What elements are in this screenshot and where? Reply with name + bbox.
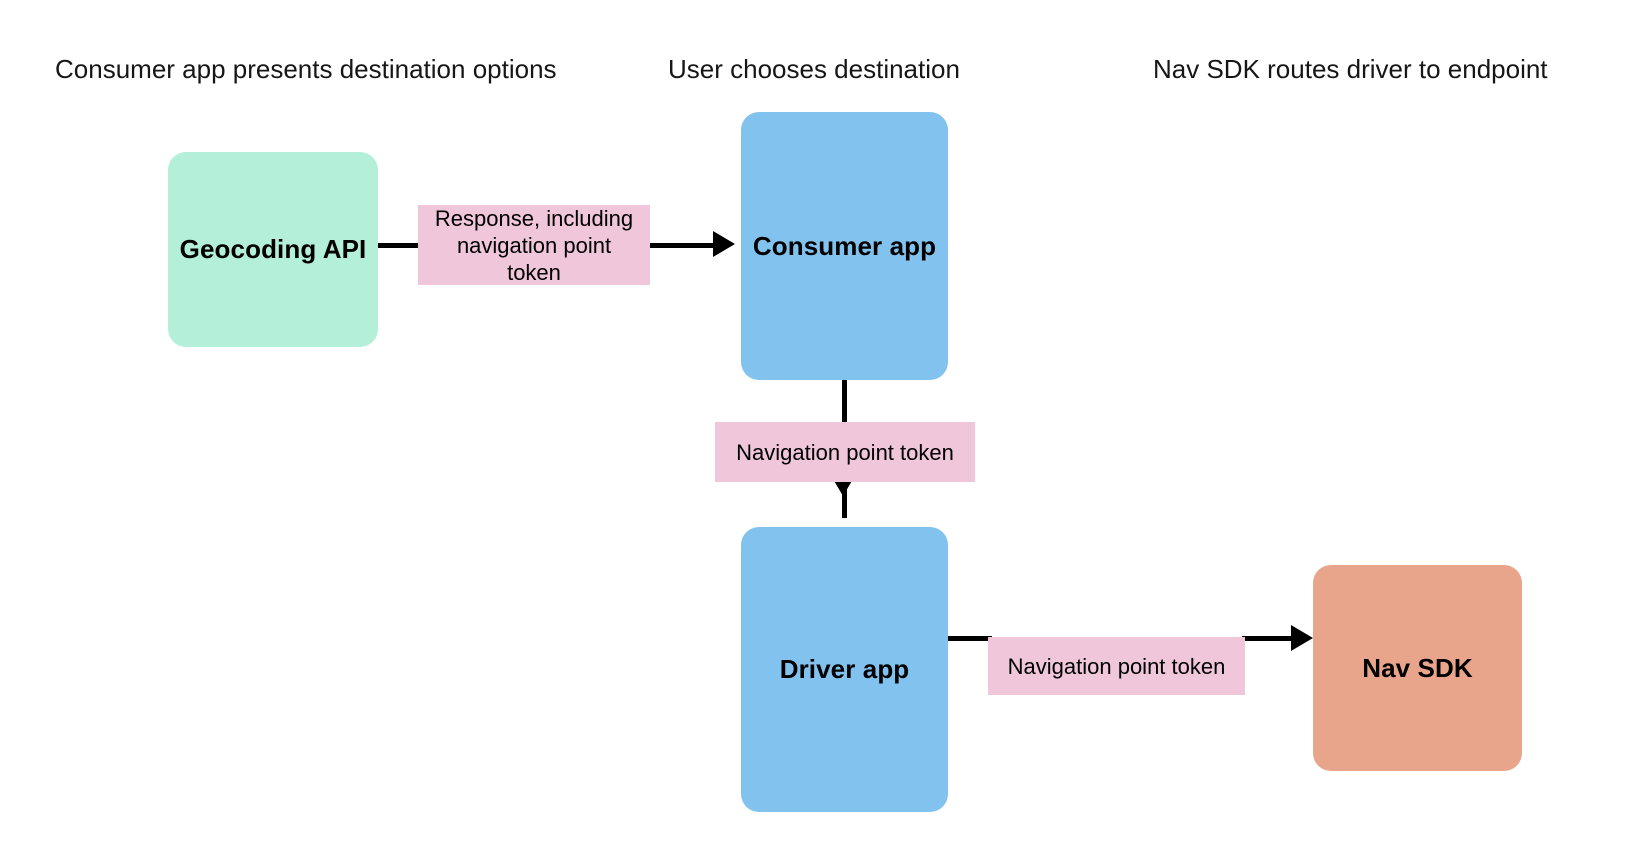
edge-3-arrowhead-icon <box>1291 625 1313 651</box>
edge-1-line-left <box>378 243 422 248</box>
node-consumer-app[interactable]: Consumer app <box>741 112 948 380</box>
edge-2-line-top <box>842 380 847 426</box>
edge-3-label-text: Navigation point token <box>1007 653 1226 679</box>
node-nav-sdk[interactable]: Nav SDK <box>1313 565 1522 771</box>
column-header-user-chooses: User chooses destination <box>668 54 960 84</box>
column-header-nav-sdk-routes: Nav SDK routes driver to endpoint <box>1153 54 1548 84</box>
node-geocoding-api-label: Geocoding API <box>179 234 367 264</box>
edge-3-line-left <box>946 636 992 641</box>
node-nav-sdk-label: Nav SDK <box>1362 652 1473 683</box>
edge-1-line-right <box>648 243 716 248</box>
edge-2-line-bottom <box>842 478 847 518</box>
node-geocoding-api[interactable]: Geocoding API <box>168 152 378 347</box>
edge-3-label: Navigation point token <box>988 637 1245 695</box>
node-driver-app-label: Driver app <box>779 654 910 684</box>
edge-2-label-text: Navigation point token <box>736 439 954 465</box>
column-header-consumer-app: Consumer app presents destination option… <box>55 54 557 84</box>
edge-2-label: Navigation point token <box>715 422 975 482</box>
node-driver-app[interactable]: Driver app <box>741 527 948 812</box>
edge-3-line-right <box>1242 636 1294 641</box>
node-consumer-app-label: Consumer app <box>752 230 937 261</box>
edge-1-arrowhead-icon <box>713 231 735 257</box>
